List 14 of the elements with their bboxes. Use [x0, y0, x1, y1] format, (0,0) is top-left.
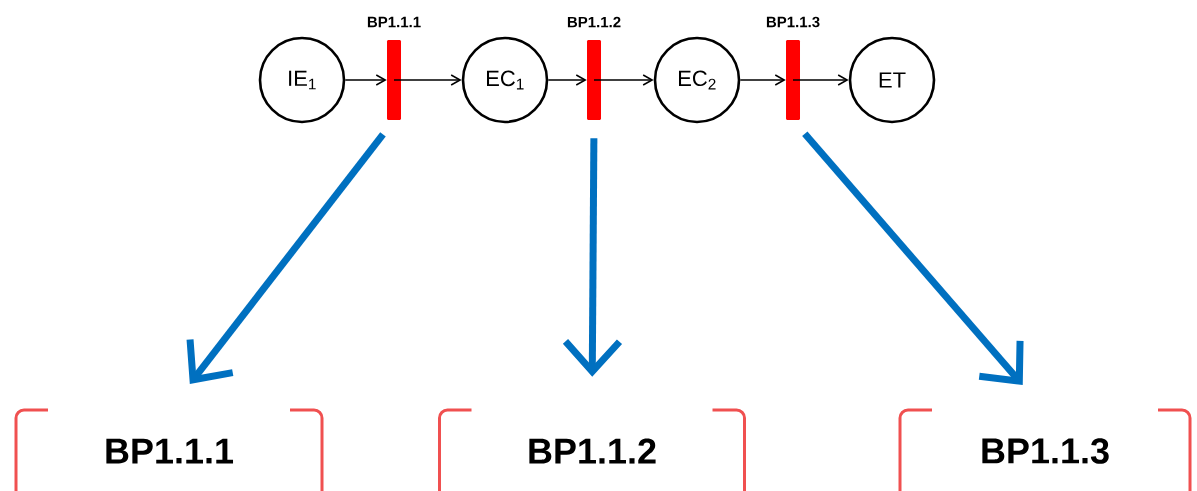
bracket-box: BP1.1.2 — [438, 408, 746, 491]
bar-label: BP1.1.1 — [367, 16, 421, 28]
arrow — [547, 74, 587, 86]
bracket-box: BP1.1.1 — [14, 408, 324, 491]
bar-label: BP1.1.2 — [567, 16, 621, 28]
bar-label: BP1.1.3 — [766, 16, 820, 28]
bracket-box: BP1.1.3 — [898, 408, 1192, 491]
arrow — [344, 74, 387, 86]
arrow — [186, 132, 386, 384]
arrow — [739, 74, 786, 86]
arrow — [802, 131, 1024, 386]
arrow — [792, 74, 849, 86]
arrow — [593, 74, 654, 86]
arrow — [393, 74, 462, 86]
